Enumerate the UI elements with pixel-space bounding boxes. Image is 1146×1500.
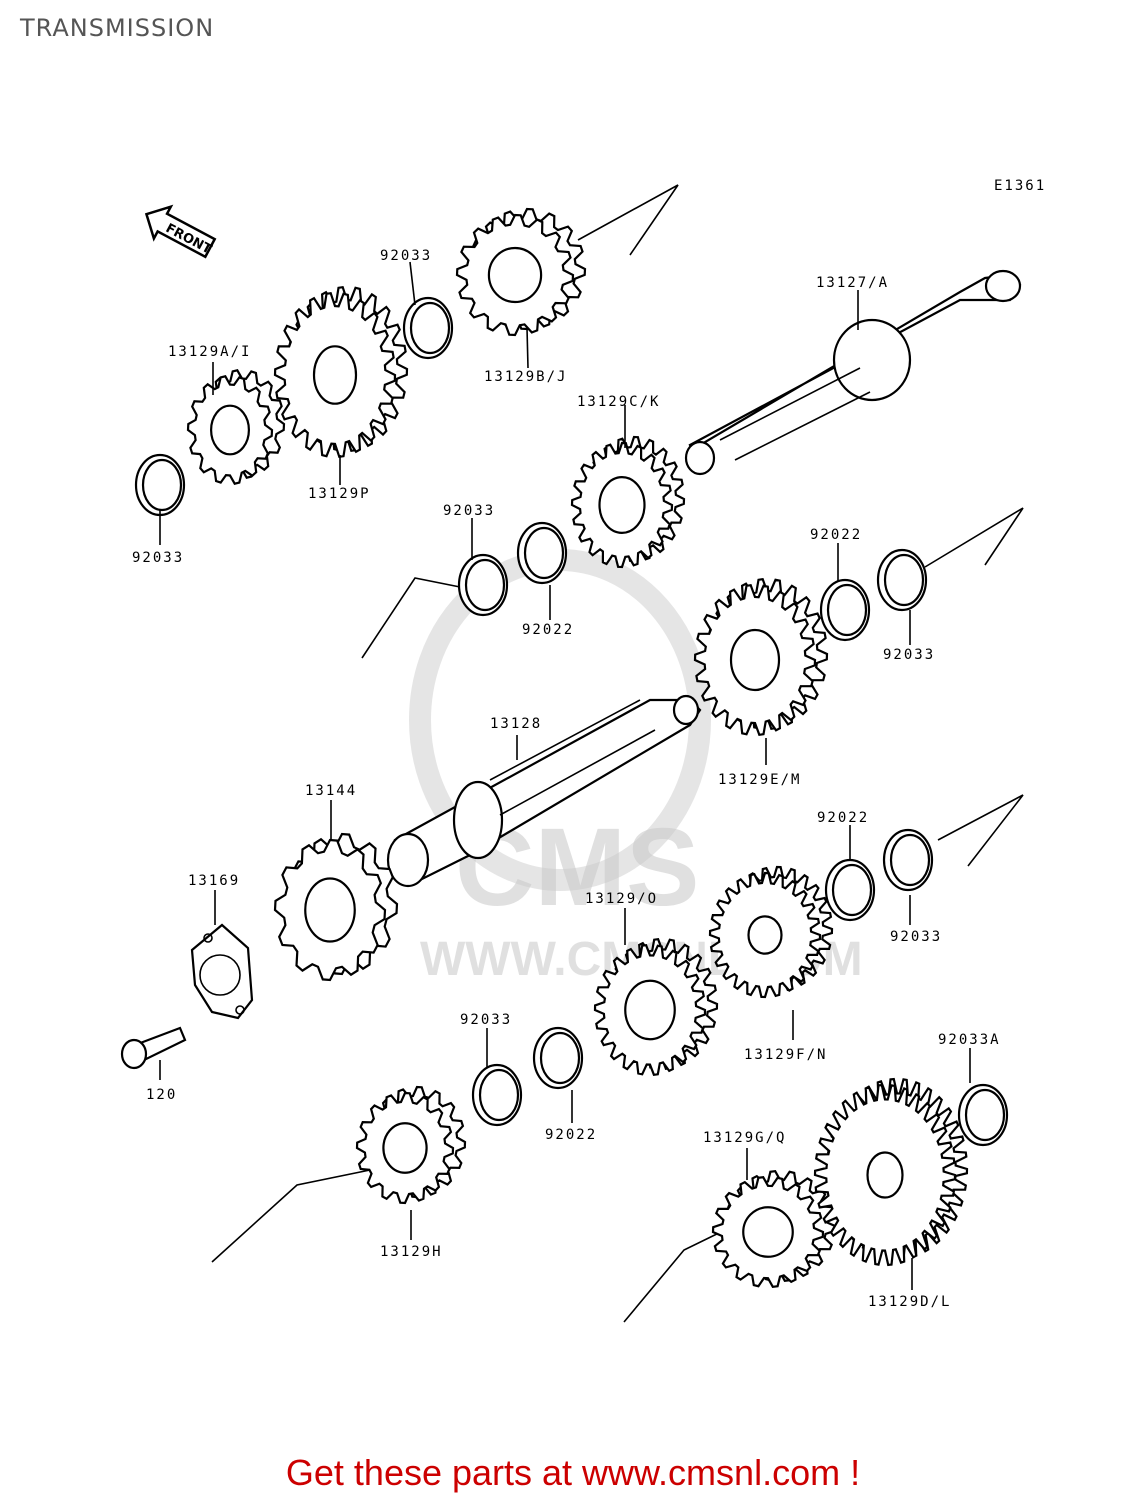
label-13127a: 13127/A: [816, 275, 889, 291]
bolt-120: [120, 1026, 187, 1070]
diagram-code: E1361: [994, 178, 1046, 194]
label-13129em: 13129E/M: [718, 772, 801, 788]
label-120: 120: [146, 1087, 177, 1103]
circlip-92033a: [957, 1083, 1009, 1147]
gear-13129h: [355, 1085, 467, 1205]
footer-link-text[interactable]: Get these parts at www.cmsnl.com !: [285, 1452, 861, 1493]
transmission-exploded-diagram: CMS WWW.CMSNL.COM E1361 FRONT: [120, 178, 1046, 1323]
circlip-92022: [532, 1026, 584, 1090]
label-92033: 92033: [132, 550, 184, 566]
gear-131290: [593, 937, 719, 1077]
gear-13129p: [273, 285, 409, 459]
label-92033: 92033: [460, 1012, 512, 1028]
circlip-92022: [824, 858, 876, 922]
gear-13129dl: [813, 1077, 969, 1267]
label-13129h: 13129H: [380, 1244, 443, 1260]
gear-13129ck: [570, 435, 686, 569]
circlip-92022: [819, 578, 871, 642]
gear-13129em: [693, 577, 829, 737]
circlip-92033: [882, 828, 934, 892]
label-92033: 92033: [890, 929, 942, 945]
label-13169: 13169: [188, 873, 240, 889]
label-13129gq: 13129G/Q: [703, 1130, 786, 1146]
label-13128: 13128: [490, 716, 542, 732]
circlip-92033: [457, 553, 509, 617]
label-92022: 92022: [522, 622, 574, 638]
gear-13129fn: [708, 865, 834, 999]
page-title: TRANSMISSION: [20, 14, 215, 42]
label-13129p: 13129P: [308, 486, 371, 502]
circlip-92033: [471, 1063, 523, 1127]
gear-13129bj: [455, 207, 587, 337]
label-92022: 92022: [817, 810, 869, 826]
label-13129bj: 13129B/J: [484, 369, 567, 385]
drive-shaft: [386, 694, 702, 888]
main-shaft: [684, 269, 1022, 476]
label-92033: 92033: [443, 503, 495, 519]
gear-13144: [273, 832, 399, 982]
guide-lines: [211, 184, 1024, 1323]
label-92033: 92033: [883, 647, 935, 663]
label-13129ai: 13129A/I: [168, 344, 251, 360]
label-13129dl: 13129D/L: [868, 1294, 951, 1310]
gear-13129gq: [711, 1170, 837, 1288]
label-92022: 92022: [545, 1127, 597, 1143]
circlip-92033: [876, 548, 928, 612]
leader-lines: [159, 261, 971, 1290]
circlip-92033: [134, 453, 186, 517]
label-13144: 13144: [305, 783, 357, 799]
circlip-92033: [402, 296, 454, 360]
label-13129fn: 13129F/N: [744, 1047, 827, 1063]
label-13129ck: 13129C/K: [577, 394, 660, 410]
plate-13169: [190, 923, 254, 1020]
label-131290: 13129/O: [585, 891, 658, 907]
label-92033: 92033: [380, 248, 432, 264]
gear-13129ai: [186, 369, 286, 485]
parts-layer: [134, 207, 1009, 1288]
label-92033a: 92033A: [938, 1032, 1001, 1048]
front-arrow-icon: FRONT: [144, 204, 217, 259]
circlip-92022: [516, 521, 568, 585]
label-92022: 92022: [810, 527, 862, 543]
part-labels: 92033 13129B/J 13127/A 13129A/I 13129P 9…: [132, 248, 1001, 1310]
